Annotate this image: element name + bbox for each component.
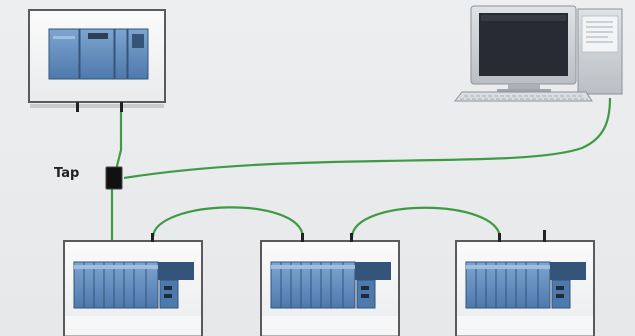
controller-port-right [120,102,123,112]
tap-label: Tap [54,166,80,181]
station-2 [260,233,400,336]
station-2-port-left [301,233,304,242]
computer [453,5,623,102]
monitor-screen [479,13,568,76]
station-2-port-right [350,233,353,242]
keyboard [453,91,593,102]
station-1-modules [73,261,194,309]
station-1 [63,233,203,336]
tap-device [105,166,123,190]
controller-unit [28,9,166,112]
cable-tap-to-computer [123,97,612,180]
cable-station-2-to-station-3 [350,206,502,238]
cable-controller-to-tap [114,112,123,171]
network-cables [110,97,612,240]
station-3 [455,230,595,336]
controller-port-left [76,102,79,112]
station-3-port-right [543,230,546,242]
station-3-modules [465,261,586,309]
cable-station-1-to-station-2 [151,206,305,238]
station-1-port [151,233,154,242]
station-2-modules [270,261,391,309]
station-3-port-left [498,233,501,242]
